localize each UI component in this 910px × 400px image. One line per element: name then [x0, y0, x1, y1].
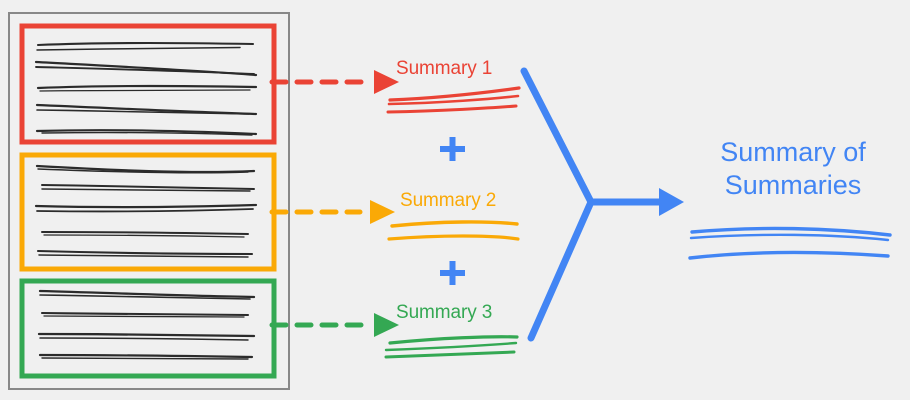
plus-1-icon [440, 137, 465, 161]
result-label-line-2: Summaries [724, 169, 862, 200]
arrow-chunk-3-head [374, 313, 399, 337]
merge-arrow-branch-bottom [527, 198, 595, 342]
summary-1-label: Summary 1 [396, 58, 493, 79]
chunk-2-text-lines [34, 164, 258, 258]
arrow-chunk-1 [269, 70, 399, 94]
chunk-3-border[interactable] [19, 278, 277, 379]
arrow-chunk-3 [269, 313, 399, 337]
document-panel [8, 12, 290, 390]
summary-3-scribble [384, 335, 519, 359]
chunk-3-text-lines [37, 289, 256, 360]
result-scribble [688, 226, 892, 260]
arrow-chunk-2 [269, 200, 395, 224]
arrow-chunk-1-head [374, 70, 399, 94]
arrow-chunk-2-head [370, 200, 395, 224]
chunk-1-text-lines [34, 41, 258, 136]
merge-arrow [520, 67, 684, 342]
summary-of-summaries-label: Summary of Summaries [698, 136, 888, 202]
merge-arrow-head [659, 188, 684, 216]
chunk-1-group[interactable] [19, 23, 277, 145]
summary-2-scribble [387, 220, 520, 241]
plus-2-icon [440, 261, 465, 285]
summary-3-label: Summary 3 [396, 302, 493, 323]
merge-arrow-branch-top [520, 67, 595, 206]
chunk-3-group[interactable] [19, 278, 277, 379]
summary-1-scribble [386, 86, 521, 114]
result-label-line-1: Summary of [720, 137, 866, 167]
summary-2-label: Summary 2 [400, 190, 497, 211]
